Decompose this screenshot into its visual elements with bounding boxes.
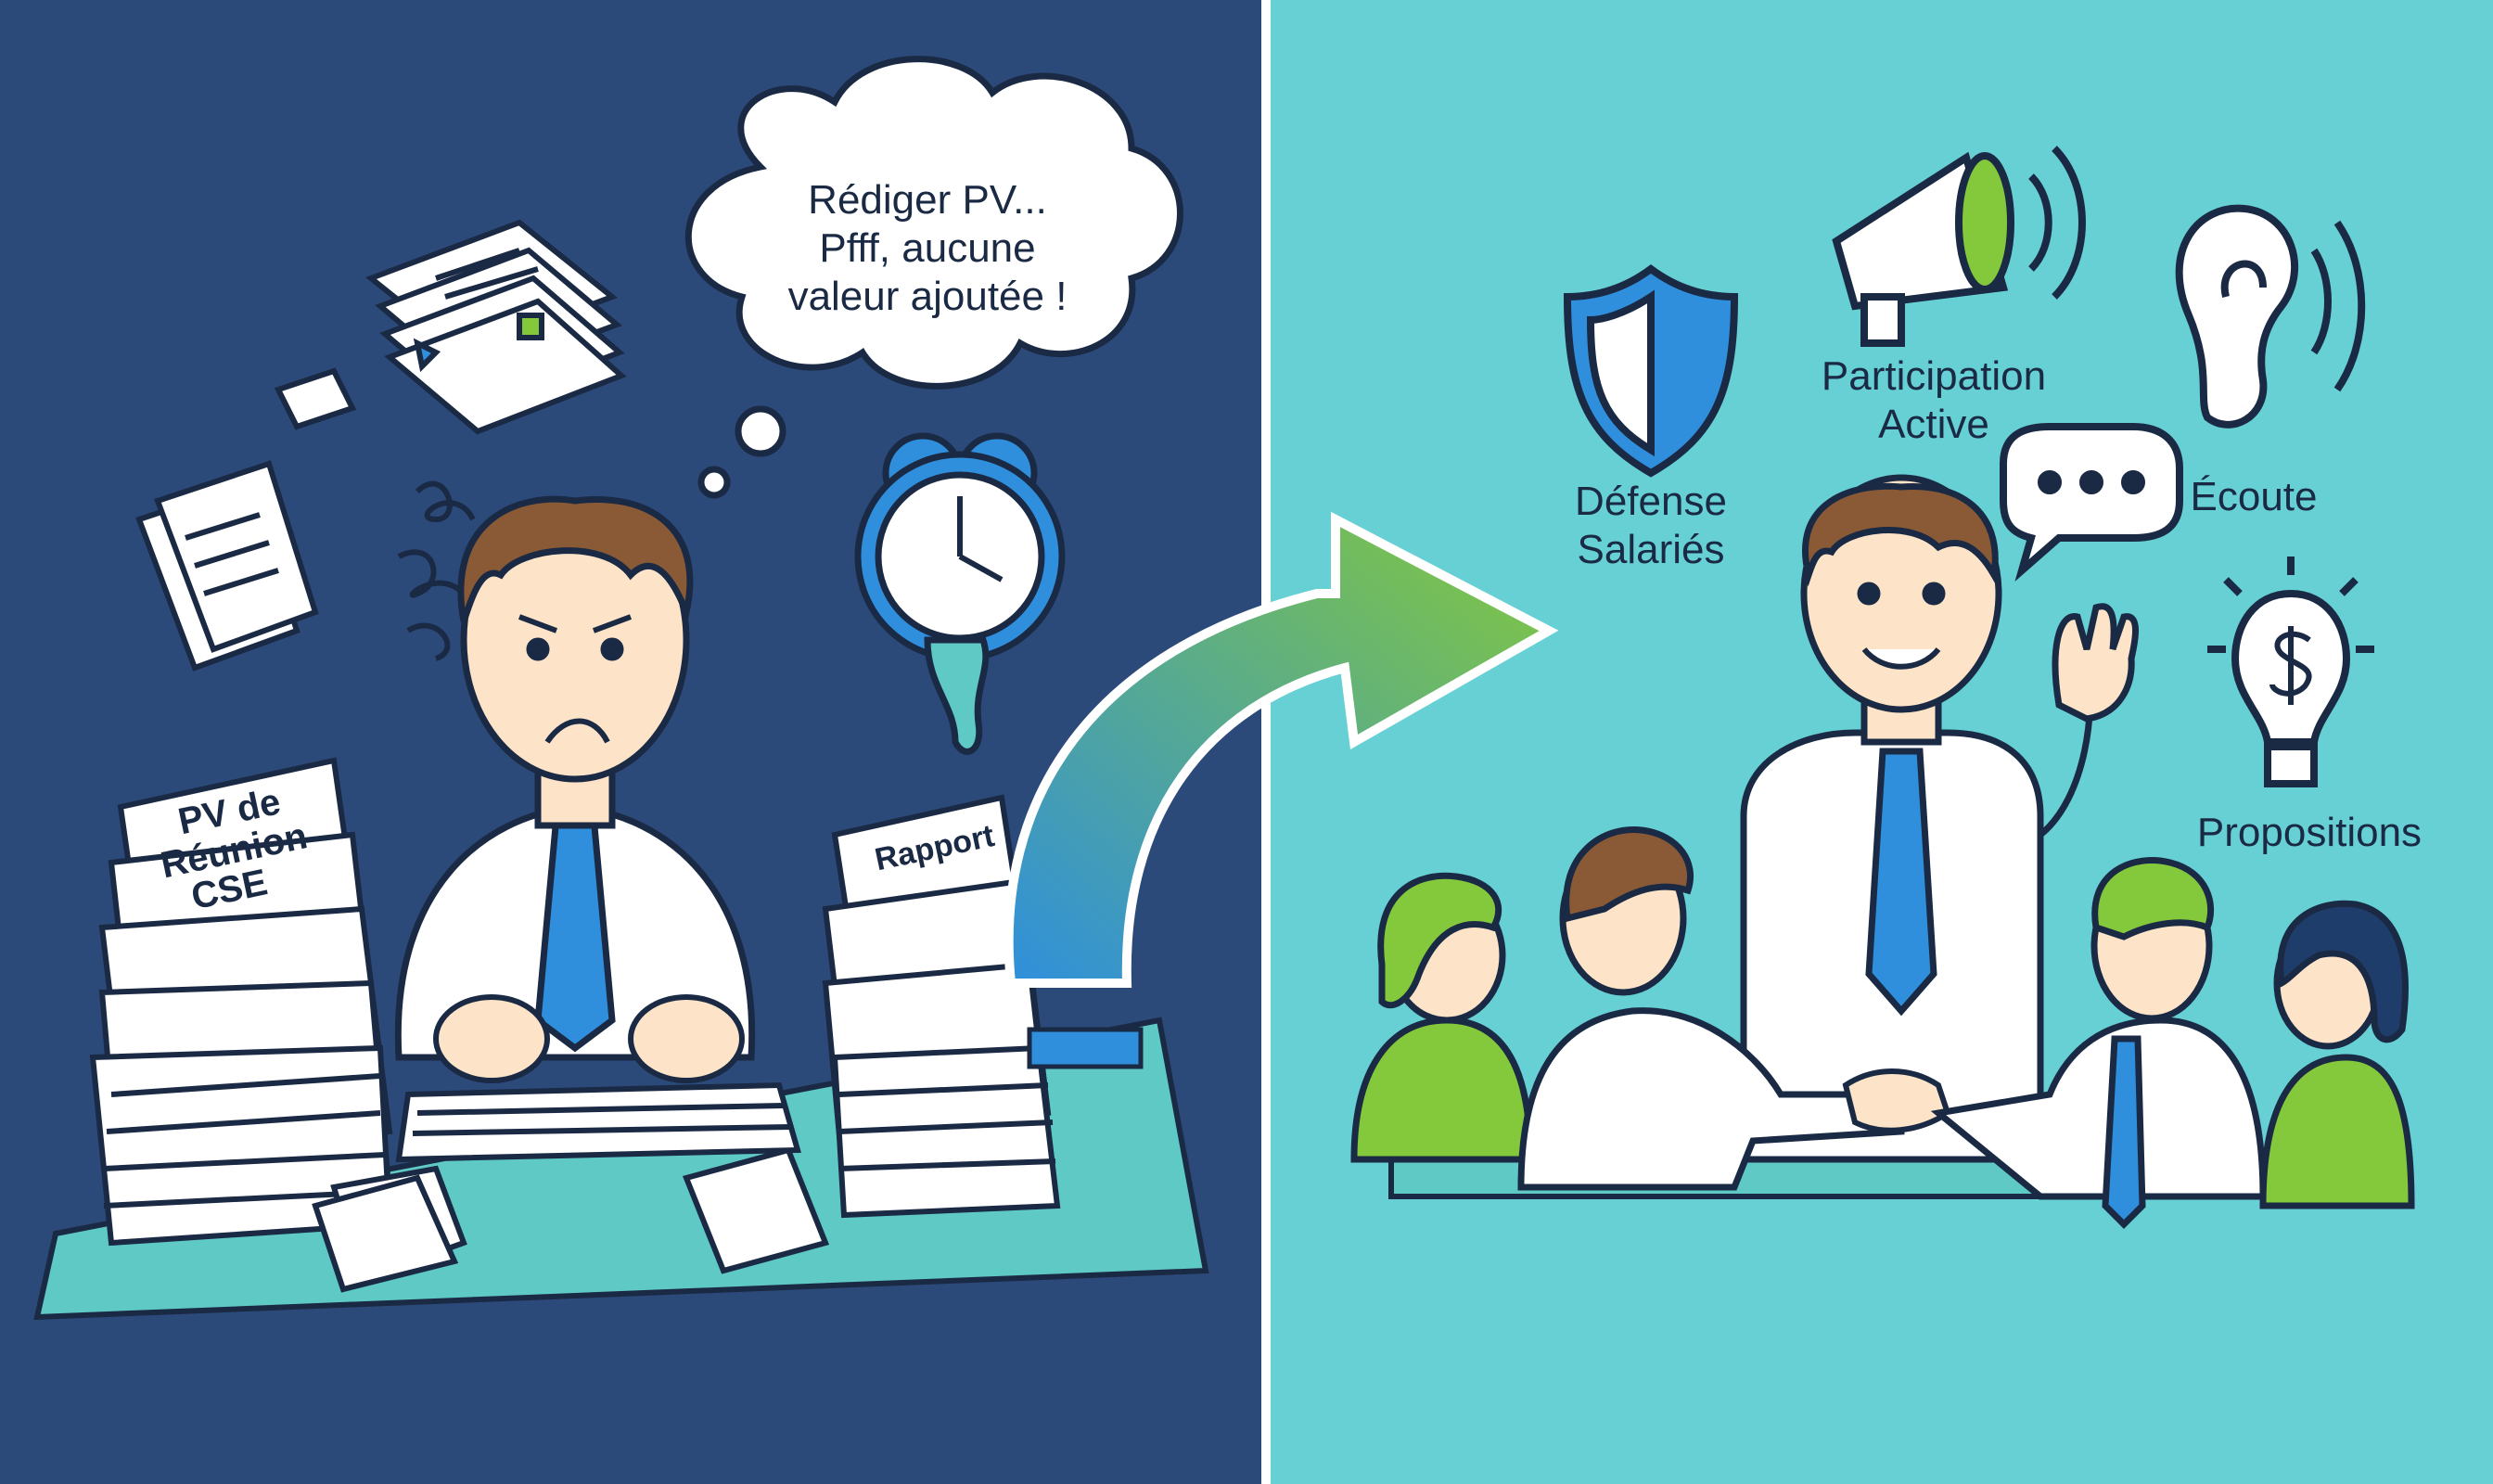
thought-bubble bbox=[684, 56, 1183, 499]
bubble-text-line3: valeur ajoutée ! bbox=[788, 274, 1068, 319]
right-paper-pile bbox=[822, 794, 1061, 1219]
transition-arrow bbox=[1004, 511, 1559, 1069]
bubble-text-line2: Pfff, aucune bbox=[819, 225, 1035, 271]
shield-icon bbox=[1563, 264, 1739, 478]
happy-person bbox=[1740, 474, 2139, 1163]
label-participation-line2: Active bbox=[1878, 402, 1989, 447]
man-left bbox=[1517, 825, 1905, 1191]
man-right bbox=[1930, 857, 2267, 1229]
flying-paper-icon bbox=[135, 367, 357, 672]
speech-bubble-icon bbox=[2000, 423, 2183, 582]
left-paper-pile bbox=[89, 757, 393, 1247]
lightbulb-dollar-icon bbox=[2207, 556, 2374, 787]
label-propositions: Propositions bbox=[2197, 810, 2422, 855]
label-ecoute: Écoute bbox=[2191, 474, 2318, 519]
label-participation-line1: Participation bbox=[1822, 353, 2046, 399]
label-defense-line2: Salariés bbox=[1578, 527, 1725, 572]
panel-divider bbox=[1261, 0, 1271, 1484]
melting-alarm-clock-icon bbox=[854, 432, 1066, 755]
woman-left bbox=[1350, 872, 1534, 1163]
ear-icon bbox=[2175, 204, 2366, 429]
frustration-scribble-icon bbox=[397, 480, 476, 661]
woman-right bbox=[2259, 900, 2415, 1209]
handshake-icon bbox=[1842, 1068, 1951, 1133]
label-defense-line1: Défense bbox=[1575, 479, 1727, 524]
megaphone-icon bbox=[1832, 146, 2086, 347]
keyboard-icon bbox=[395, 994, 801, 1163]
scattered-papers bbox=[312, 1146, 830, 1293]
bubble-text-line1: Rédiger PV... bbox=[808, 177, 1047, 223]
stack-of-papers-icon bbox=[365, 219, 627, 435]
